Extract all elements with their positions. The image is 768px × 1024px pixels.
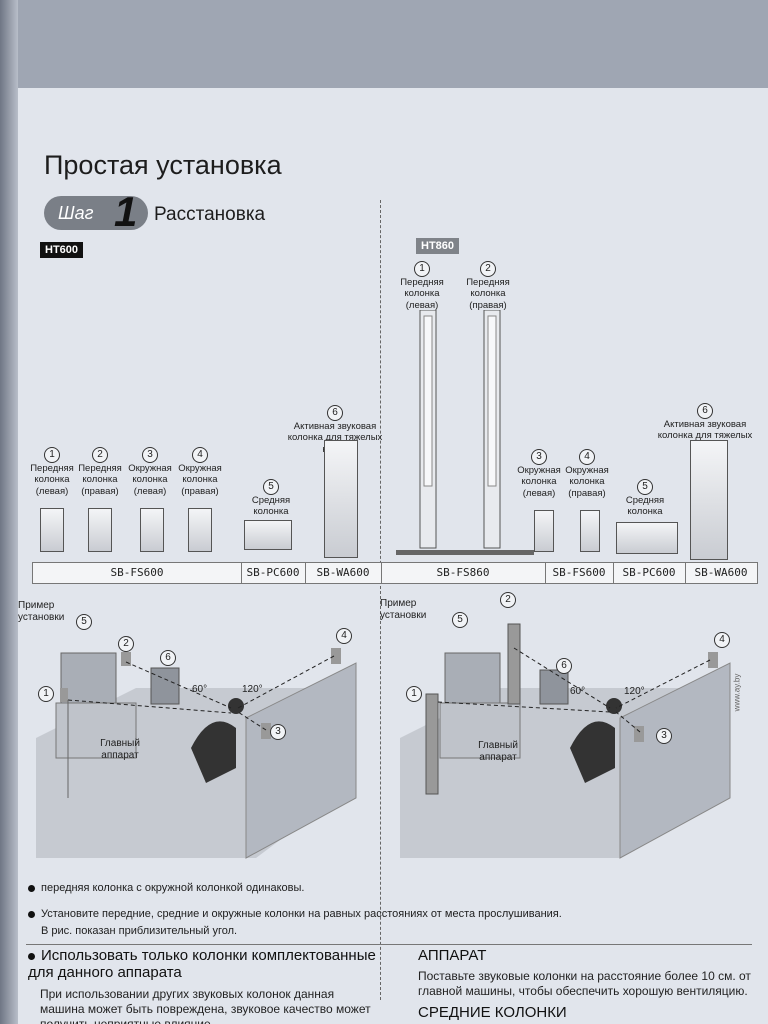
- number-badge: 5: [263, 479, 279, 495]
- ht860-speaker-3-label: 3 Окружная колонка (левая): [517, 449, 561, 499]
- angle-120-left: 120°: [242, 684, 263, 695]
- angle-120-right: 120°: [624, 686, 645, 697]
- ht600-front-left-speaker-icon: [40, 508, 64, 552]
- number-badge: 4: [579, 449, 595, 465]
- column-divider: [380, 200, 381, 1000]
- number-badge: 1: [414, 261, 430, 277]
- room-right-marker: 2: [500, 592, 516, 608]
- ht860-speaker-1-label: 1 Передняя колонка (левая): [400, 261, 444, 311]
- ht860-subwoofer-icon: [690, 440, 728, 560]
- main-unit-label-right: Главный аппарат: [478, 740, 518, 763]
- step-badge: Шаг 1: [44, 188, 148, 235]
- ht860-center-speaker-icon: [616, 522, 678, 554]
- right-heading-1: АППАРАТ: [418, 947, 487, 964]
- number-badge: 6: [697, 403, 713, 419]
- watermark: www.ay.by: [732, 673, 742, 712]
- model-cell: SB-PC600: [241, 563, 306, 583]
- room-right-marker: 3: [656, 728, 672, 744]
- model-cell: SB-WA600: [305, 563, 382, 583]
- ht860-speaker-2-label: 2 Передняя колонка (правая): [466, 261, 510, 311]
- model-cell: SB-PC600: [613, 563, 686, 583]
- step-number: 1: [114, 188, 138, 235]
- page-left-edge: [0, 0, 18, 1024]
- angle-60-right: 60°: [570, 686, 586, 697]
- room-right-marker: 1: [406, 686, 422, 702]
- ht600-speaker-1-label: 1 Передняя колонка (левая): [30, 447, 74, 497]
- ht600-subwoofer-icon: [324, 440, 358, 558]
- step-word: Шаг: [58, 203, 94, 223]
- number-badge: 3: [142, 447, 158, 463]
- model-badge-ht860: HT860: [416, 238, 460, 254]
- section-divider: [26, 944, 752, 945]
- left-body: При использовании других звуковых колоно…: [40, 987, 371, 1024]
- room-left-marker: 1: [38, 686, 54, 702]
- model-badge-ht600: HT600: [40, 242, 84, 258]
- angle-60-left: 60°: [192, 684, 208, 695]
- room-left-marker: 6: [160, 650, 176, 666]
- left-heading: Использовать только колонки комплектован…: [28, 947, 376, 981]
- number-badge: 3: [531, 449, 547, 465]
- manual-page: Простая установка Шаг 1 Расстановка HT60…: [18, 88, 768, 1024]
- number-badge: 5: [637, 479, 653, 495]
- ht600-speaker-5-label: 5 Средняя колонка: [251, 479, 291, 518]
- left-bottom-block: Использовать только колонки комплектован…: [28, 947, 378, 1024]
- ht600-surround-left-speaker-icon: [140, 508, 164, 552]
- right-heading-2: СРЕДНИЕ КОЛОНКИ: [418, 1003, 567, 1021]
- room-left-marker: 5: [76, 614, 92, 630]
- room-right-marker: 6: [556, 658, 572, 674]
- room-illustration-ht860: [400, 623, 731, 859]
- ht860-surround-left-speaker-icon: [534, 510, 554, 552]
- example-label-right: Пример установки: [380, 598, 427, 621]
- ht860-speaker-4-label: 4 Окружная колонка (правая): [565, 449, 609, 499]
- bullet-icon: [28, 952, 35, 960]
- ht860-surround-right-speaker-icon: [580, 510, 600, 552]
- page-title: Простая установка: [44, 150, 282, 180]
- ht600-front-right-speaker-icon: [88, 508, 112, 552]
- ht600-surround-right-speaker-icon: [188, 508, 212, 552]
- ht600-speaker-4-label: 4 Окружная колонка (правая): [178, 447, 222, 497]
- number-badge: 6: [327, 405, 343, 421]
- room-left-marker: 2: [118, 636, 134, 652]
- model-cell: SB-FS600: [545, 563, 614, 583]
- model-cell: SB-FS600: [33, 563, 242, 583]
- room-right-marker: 4: [714, 632, 730, 648]
- main-unit-label-left: Главный аппарат: [100, 738, 140, 761]
- bullet-icon: [28, 884, 35, 892]
- note-1: передняя колонка с окружной колонкой оди…: [28, 880, 748, 897]
- ht600-speaker-3-label: 3 Окружная колонка (левая): [128, 447, 172, 497]
- example-label-left: Пример установки: [18, 600, 65, 623]
- right-body-1: Поставьте звуковые колонки на расстояние…: [418, 968, 751, 998]
- right-bottom-block: АППАРАТ Поставьте звуковые колонки на ра…: [418, 947, 764, 1021]
- step-title: Расстановка: [154, 204, 266, 225]
- ht600-speaker-2-label: 2 Передняя колонка (правая): [78, 447, 122, 497]
- number-badge: 2: [92, 447, 108, 463]
- ht600-center-speaker-icon: [244, 520, 292, 550]
- note-2: Установите передние, средние и окружные …: [28, 906, 748, 939]
- model-cell: SB-WA600: [694, 566, 748, 579]
- room-illustration-ht600: [36, 648, 357, 859]
- number-badge: 1: [44, 447, 60, 463]
- number-badge: 4: [192, 447, 208, 463]
- room-left-marker: 3: [270, 724, 286, 740]
- ht860-speaker-5-label: 5 Средняя колонка: [625, 479, 665, 518]
- room-left-marker: 4: [336, 628, 352, 644]
- ht860-tall-speakers-icon: [396, 309, 536, 560]
- bullet-icon: [28, 910, 35, 918]
- model-cell: SB-FS860: [381, 563, 546, 583]
- number-badge: 2: [480, 261, 496, 277]
- model-row: SB-FS600 SB-PC600 SB-WA600 SB-FS860 SB-F…: [32, 562, 758, 584]
- room-right-marker: 5: [452, 612, 468, 628]
